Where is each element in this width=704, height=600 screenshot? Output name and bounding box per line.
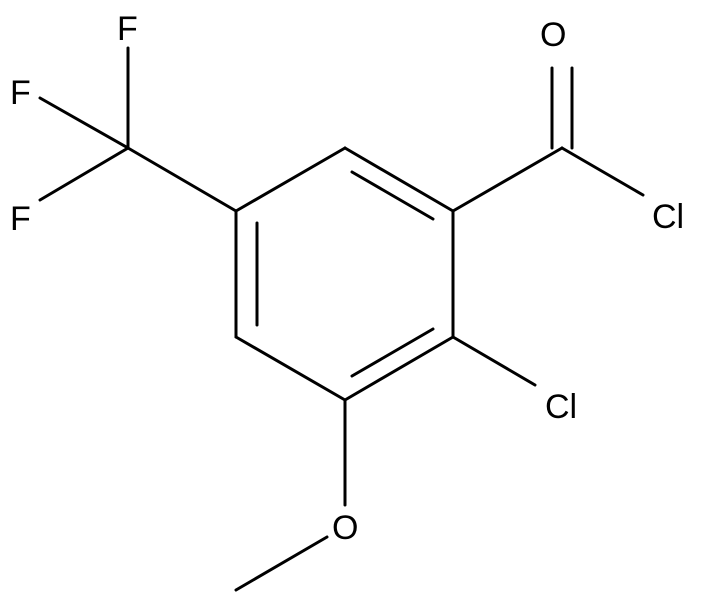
bond-c3-c4-inner: [350, 327, 435, 378]
bond-c4-c5: [234, 335, 347, 402]
bond-c1-c2-inner: [350, 170, 435, 221]
atom-label-f-top: F: [117, 10, 138, 48]
bond-carbonyl-cl: [560, 146, 645, 197]
ring-bonds: [234, 146, 455, 402]
atom-label-o-carbonyl: O: [540, 16, 566, 54]
bond-methoxy-ch3: [234, 535, 329, 592]
bond-c3-c4: [343, 335, 455, 402]
atom-label-cl-ring: Cl: [545, 388, 577, 426]
acyl-chloride-bonds: [451, 66, 645, 213]
bond-c1-c2: [343, 146, 455, 213]
atom-label-f-left: F: [10, 74, 31, 112]
bond-cf3-f-left: [38, 96, 130, 150]
bond-cf3-f-bottom: [38, 146, 130, 202]
bond-c6-c1: [234, 146, 347, 213]
atom-label-cl-acyl: Cl: [652, 198, 684, 236]
bond-ring-cf3: [126, 146, 238, 213]
bond-ring-carbonyl-c: [451, 146, 564, 213]
atom-label-f-bottom: F: [10, 200, 31, 238]
substituent-bonds: [38, 46, 537, 592]
bond-ring-cl: [451, 335, 537, 387]
atom-labels: O Cl Cl O F F F: [10, 10, 684, 547]
atom-label-o-methoxy: O: [332, 509, 358, 547]
